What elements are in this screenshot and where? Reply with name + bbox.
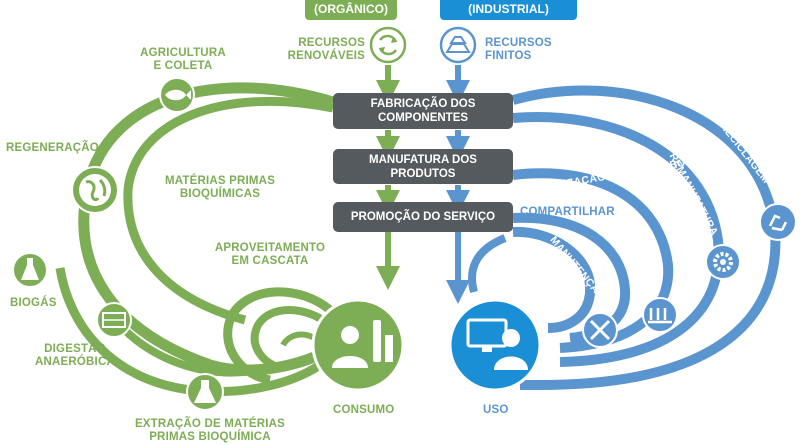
consumption-person-icon <box>311 298 405 392</box>
process-components: FABRICAÇÃO DOS COMPONENTES <box>333 93 513 129</box>
fish-icon <box>159 77 195 113</box>
biogas-flask-icon <box>12 252 48 288</box>
agriculture-label: AGRICULTURA E COLETA <box>140 47 226 72</box>
recycle-icon <box>759 203 797 241</box>
industrial-header: (INDUSTRIAL) <box>440 0 577 20</box>
renewable-resources-label: RECURSOS RENOVÁVEIS <box>287 37 365 62</box>
center-flows <box>376 65 470 304</box>
sharing-label: COMPARTILHAR <box>520 206 615 218</box>
digestion-label: DIGESTÃO ANAERÓBICA <box>35 343 115 368</box>
finite-resources-label: RECURSOS FINITOS <box>485 37 552 62</box>
cascade-label: APROVEITAMENTO EM CASCATA <box>214 242 326 267</box>
process-service: PROMOÇÃO DO SERVIÇO <box>333 202 513 232</box>
process-manufacture: MANUFATURA DOS PRODUTOS <box>333 149 513 184</box>
gold-bars-icon <box>439 26 477 64</box>
gear-icon <box>705 244 741 280</box>
consumption-label: CONSUMO <box>333 404 395 416</box>
use-computer-icon <box>448 298 542 392</box>
use-label: USO <box>483 404 509 416</box>
globe-icon <box>71 166 119 214</box>
extraction-label: EXTRAÇÃO DE MATÉRIAS PRIMAS BIOQUÍMICA <box>134 418 286 443</box>
recycle-arrows-icon <box>369 26 407 64</box>
biochemical-label: MATÉRIAS PRIMAS BIOQUÍMICAS <box>164 175 276 200</box>
regeneration-label: REGENERAÇÃO <box>6 142 99 154</box>
tools-icon <box>582 312 618 348</box>
organic-header: (ORGÂNICO) <box>305 0 397 20</box>
biogas-label: BIOGÁS <box>10 297 57 309</box>
lab-flask-icon <box>186 373 224 411</box>
shelf-bottles-icon <box>642 297 678 333</box>
digester-crate-icon <box>96 302 132 338</box>
